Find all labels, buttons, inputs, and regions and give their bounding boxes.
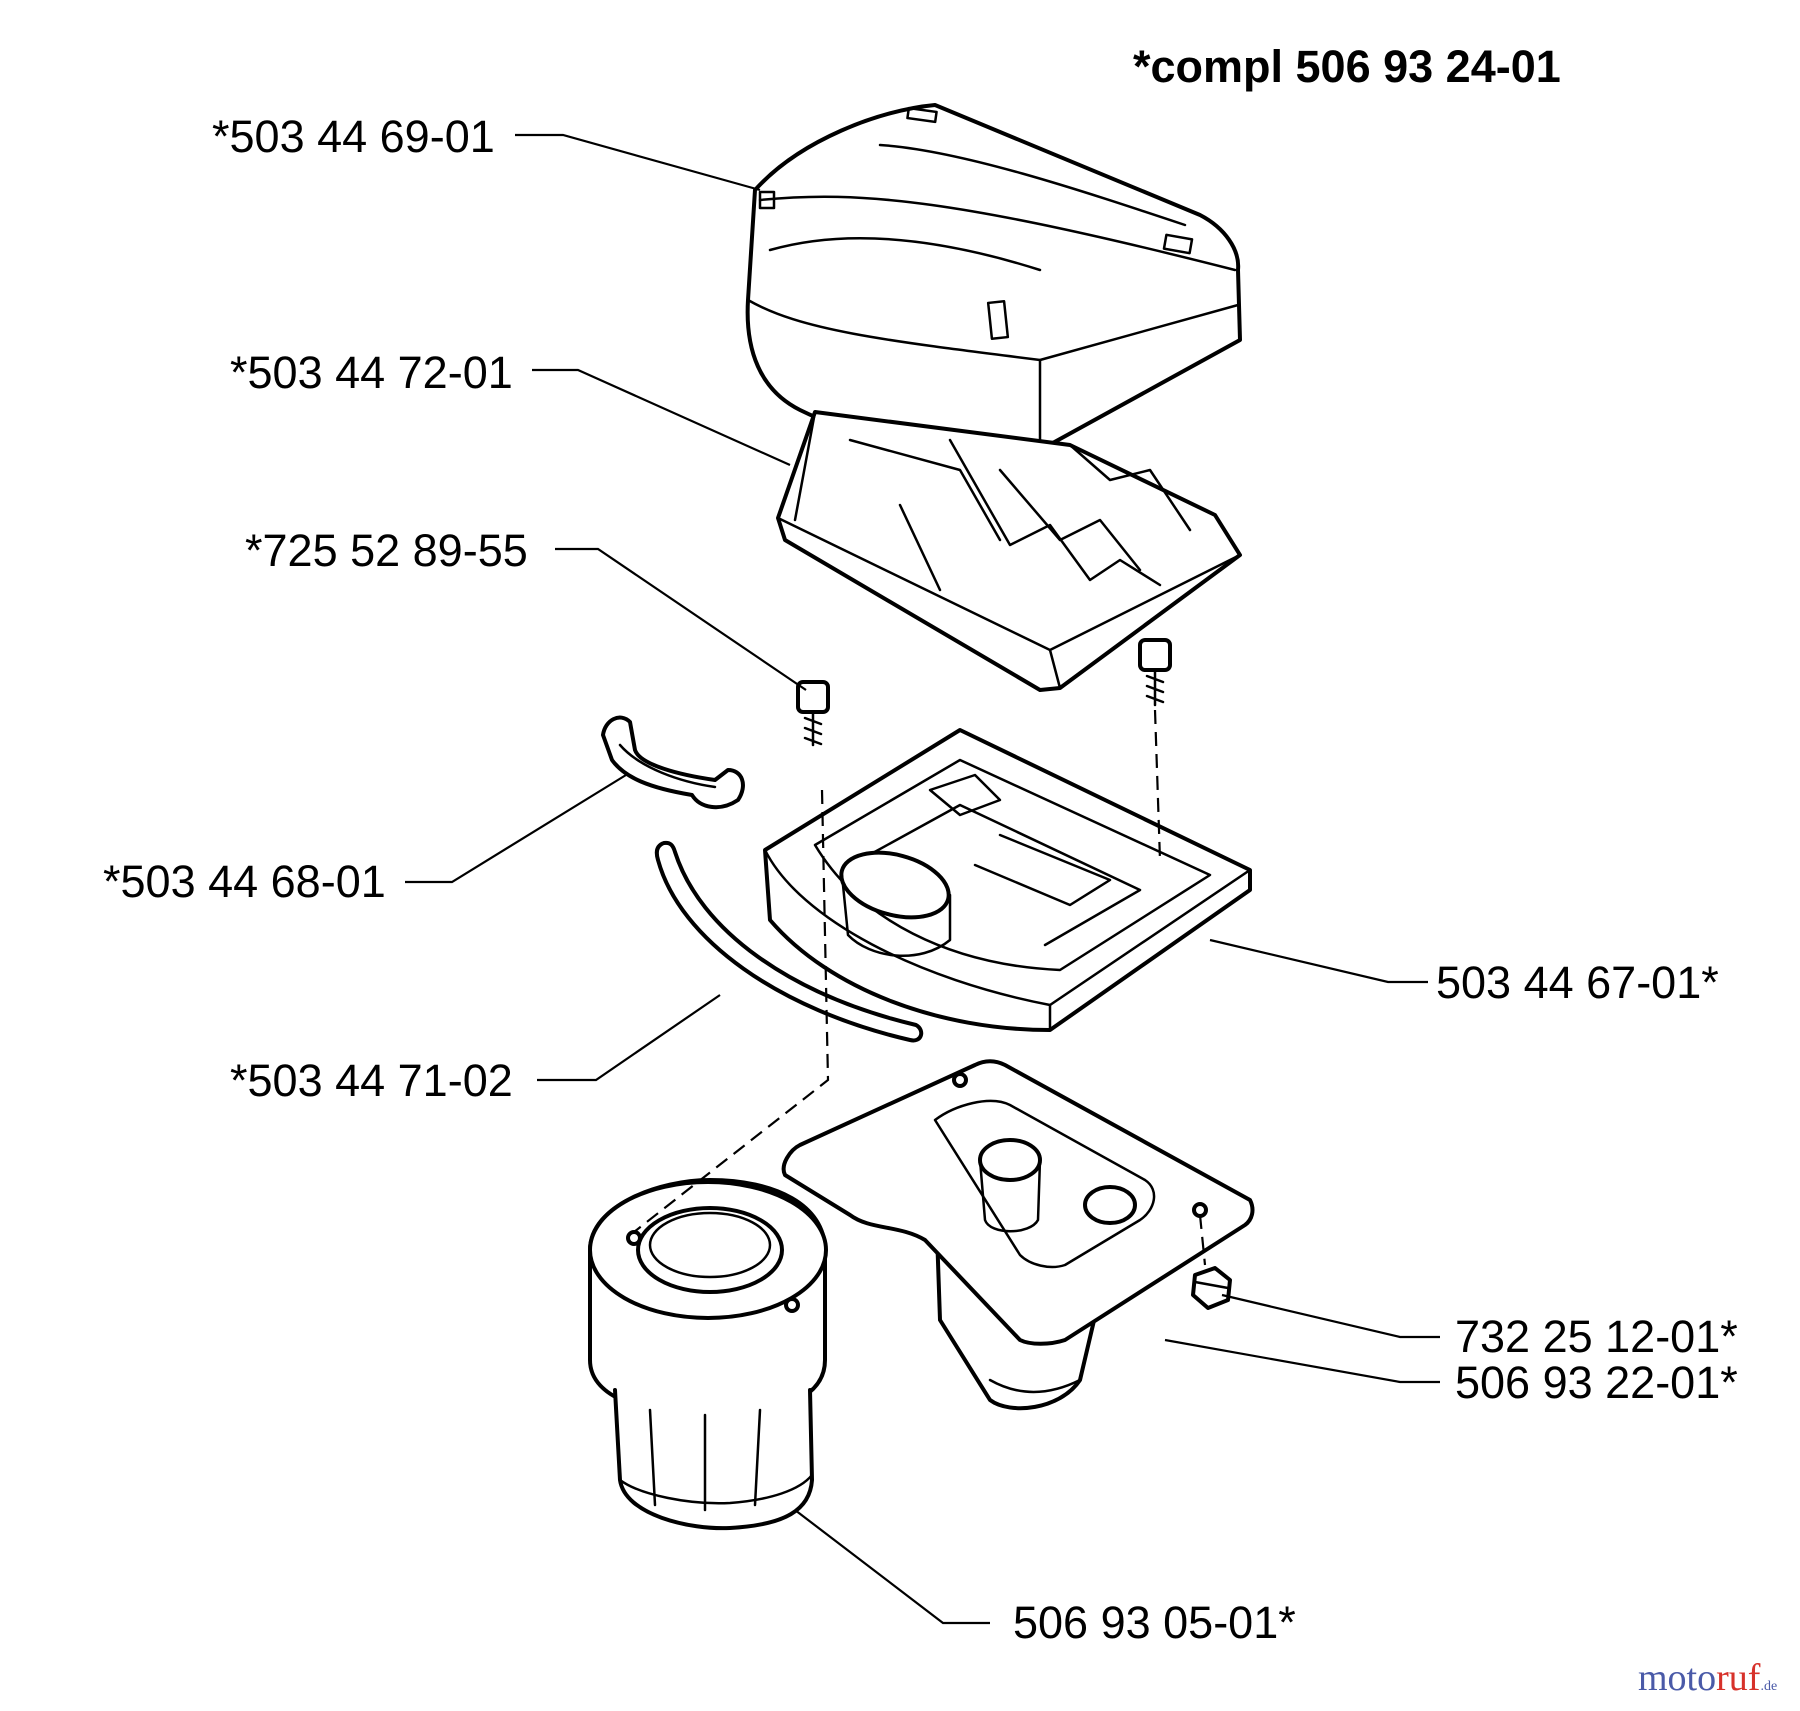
label-filter-holder: 503 44 67-01* bbox=[1436, 957, 1719, 1008]
leader-intake-boot bbox=[794, 1509, 990, 1625]
retaining-clip bbox=[601, 715, 745, 810]
intake-plate bbox=[781, 1059, 1255, 1411]
watermark-suffix: .de bbox=[1760, 1679, 1777, 1694]
leader-cover bbox=[515, 133, 761, 192]
watermark-part2: ruf bbox=[1716, 1657, 1761, 1699]
leader-seal-strip bbox=[537, 994, 721, 1082]
air-filter-element bbox=[776, 410, 1242, 692]
watermark-part1: moto bbox=[1638, 1657, 1716, 1699]
watermark-logo: motoruf.de bbox=[1638, 1657, 1777, 1699]
alignment-line-left bbox=[633, 789, 830, 1233]
nut bbox=[1191, 1266, 1232, 1310]
label-intake-plate: 506 93 22-01* bbox=[1455, 1357, 1738, 1408]
leader-filter-holder bbox=[1209, 938, 1428, 984]
svg-text:motoruf.de: motoruf.de bbox=[1638, 1657, 1777, 1699]
air-filter-cover bbox=[745, 103, 1242, 453]
alignment-line-nut bbox=[1198, 1214, 1207, 1266]
leader-filter-element bbox=[532, 368, 791, 467]
label-nut: 732 25 12-01* bbox=[1455, 1311, 1738, 1362]
leader-screw bbox=[555, 547, 807, 691]
label-clip: *503 44 68-01 bbox=[103, 856, 386, 907]
leader-intake-plate bbox=[1164, 1338, 1440, 1384]
label-cover: *503 44 69-01 bbox=[212, 111, 495, 162]
label-intake-boot: 506 93 05-01* bbox=[1013, 1597, 1296, 1648]
label-screw: *725 52 89-55 bbox=[245, 525, 528, 576]
label-seal-strip: *503 44 71-02 bbox=[230, 1055, 513, 1106]
leader-clip bbox=[405, 774, 627, 884]
leader-nut bbox=[1221, 1293, 1440, 1339]
intake-boot bbox=[588, 1178, 828, 1531]
screw-left bbox=[796, 680, 830, 747]
alignment-line-right bbox=[1153, 709, 1162, 861]
label-filter-element: *503 44 72-01 bbox=[230, 347, 513, 398]
filter-holder bbox=[763, 728, 1252, 1032]
assembly-label: *compl 506 93 24-01 bbox=[1133, 41, 1561, 92]
screw-right bbox=[1138, 638, 1172, 707]
seal-strip bbox=[654, 840, 924, 1043]
